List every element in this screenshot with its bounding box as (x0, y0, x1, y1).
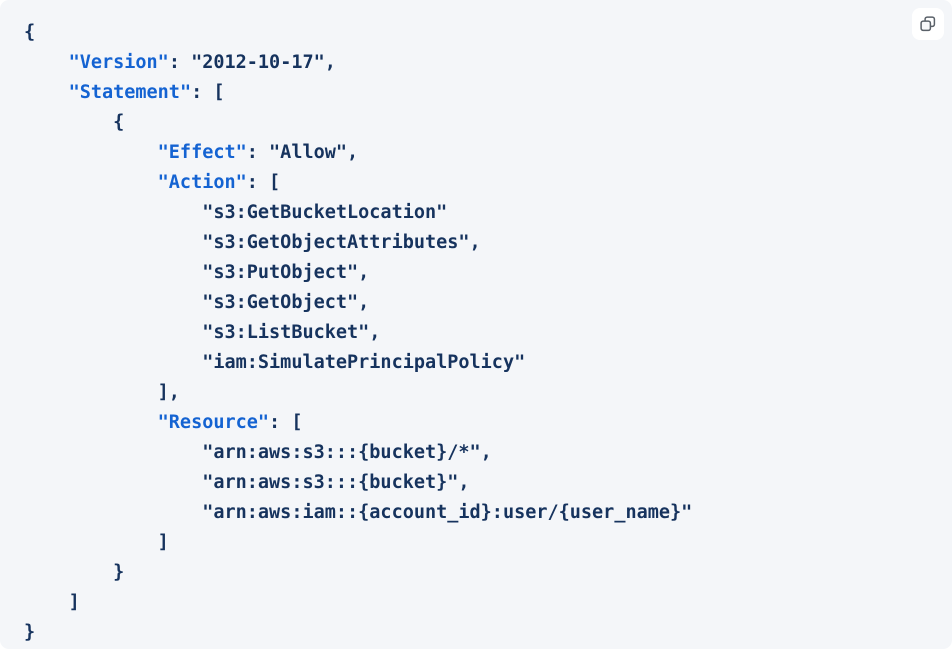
code-token-punc: ] (157, 532, 169, 553)
code-token-punc: , (458, 472, 470, 493)
code-token-str: "s3:ListBucket" (202, 322, 370, 343)
code-token-str: "arn:aws:iam::{account_id}:user/{user_na… (202, 502, 693, 523)
code-line: "Action": [ (24, 168, 952, 198)
code-line: "iam:SimulatePrincipalPolicy" (24, 348, 952, 378)
code-line: "s3:GetBucketLocation" (24, 198, 952, 228)
code-token-key: "Version" (68, 52, 169, 73)
code-token-str: "arn:aws:s3:::{bucket}" (202, 472, 459, 493)
code-token-str: "s3:GetBucketLocation" (202, 202, 448, 223)
code-token-punc: : (269, 412, 292, 433)
code-token-key: "Action" (157, 172, 247, 193)
code-token-punc: : (246, 142, 270, 163)
code-line: ] (24, 588, 952, 618)
code-token-str: "s3:PutObject" (202, 262, 359, 283)
code-token-punc: : (246, 172, 270, 193)
code-line: { (24, 18, 952, 48)
code-token-key: "Resource" (157, 412, 270, 433)
code-line: "Resource": [ (24, 408, 952, 438)
code-line: { (24, 108, 952, 138)
code-token-str: "Allow" (269, 142, 348, 163)
code-token-brace: } (113, 562, 125, 583)
code-token-punc: , (347, 142, 359, 163)
code-token-punc: ] (68, 592, 80, 613)
code-token-brace: { (24, 22, 36, 43)
code-line: "Version": "2012-10-17", (24, 48, 952, 78)
code-line: "arn:aws:s3:::{bucket}", (24, 468, 952, 498)
copy-to-clipboard-button[interactable] (912, 8, 944, 40)
code-line: "s3:ListBucket", (24, 318, 952, 348)
code-token-punc: , (480, 442, 492, 463)
code-token-str: "s3:GetObject" (202, 292, 359, 313)
code-line: ], (24, 378, 952, 408)
code-token-key: "Statement" (68, 82, 192, 103)
code-token-punc: : (191, 82, 214, 103)
code-line: "arn:aws:iam::{account_id}:user/{user_na… (24, 498, 952, 528)
code-token-punc: , (358, 262, 370, 283)
code-line: "Statement": [ (24, 78, 952, 108)
code-token-str: "2012-10-17" (191, 52, 325, 73)
code-token-str: "iam:SimulatePrincipalPolicy" (202, 352, 526, 373)
code-line: } (24, 558, 952, 588)
code-line: "Effect": "Allow", (24, 138, 952, 168)
code-token-brace: } (24, 622, 36, 643)
code-token-punc: , (469, 232, 481, 253)
code-line: "arn:aws:s3:::{bucket}/*", (24, 438, 952, 468)
code-line: } (24, 618, 952, 648)
code-token-punc: [ (269, 172, 281, 193)
code-token-punc: [ (213, 82, 225, 103)
code-token-punc: , (369, 322, 381, 343)
code-line: ] (24, 528, 952, 558)
code-token-punc: , (324, 52, 336, 73)
code-line: "s3:PutObject", (24, 258, 952, 288)
code-token-str: "arn:aws:s3:::{bucket}/*" (202, 442, 481, 463)
code-line: "s3:GetObjectAttributes", (24, 228, 952, 258)
copy-icon (919, 15, 937, 33)
code-token-str: "s3:GetObjectAttributes" (202, 232, 470, 253)
code-token-brace: { (113, 112, 125, 133)
code-line: "s3:GetObject", (24, 288, 952, 318)
code-token-punc: ], (157, 382, 180, 403)
code-token-punc: [ (291, 412, 303, 433)
code-token-key: "Effect" (157, 142, 247, 163)
code-token-punc: , (358, 292, 370, 313)
code-token-punc: : (168, 52, 192, 73)
